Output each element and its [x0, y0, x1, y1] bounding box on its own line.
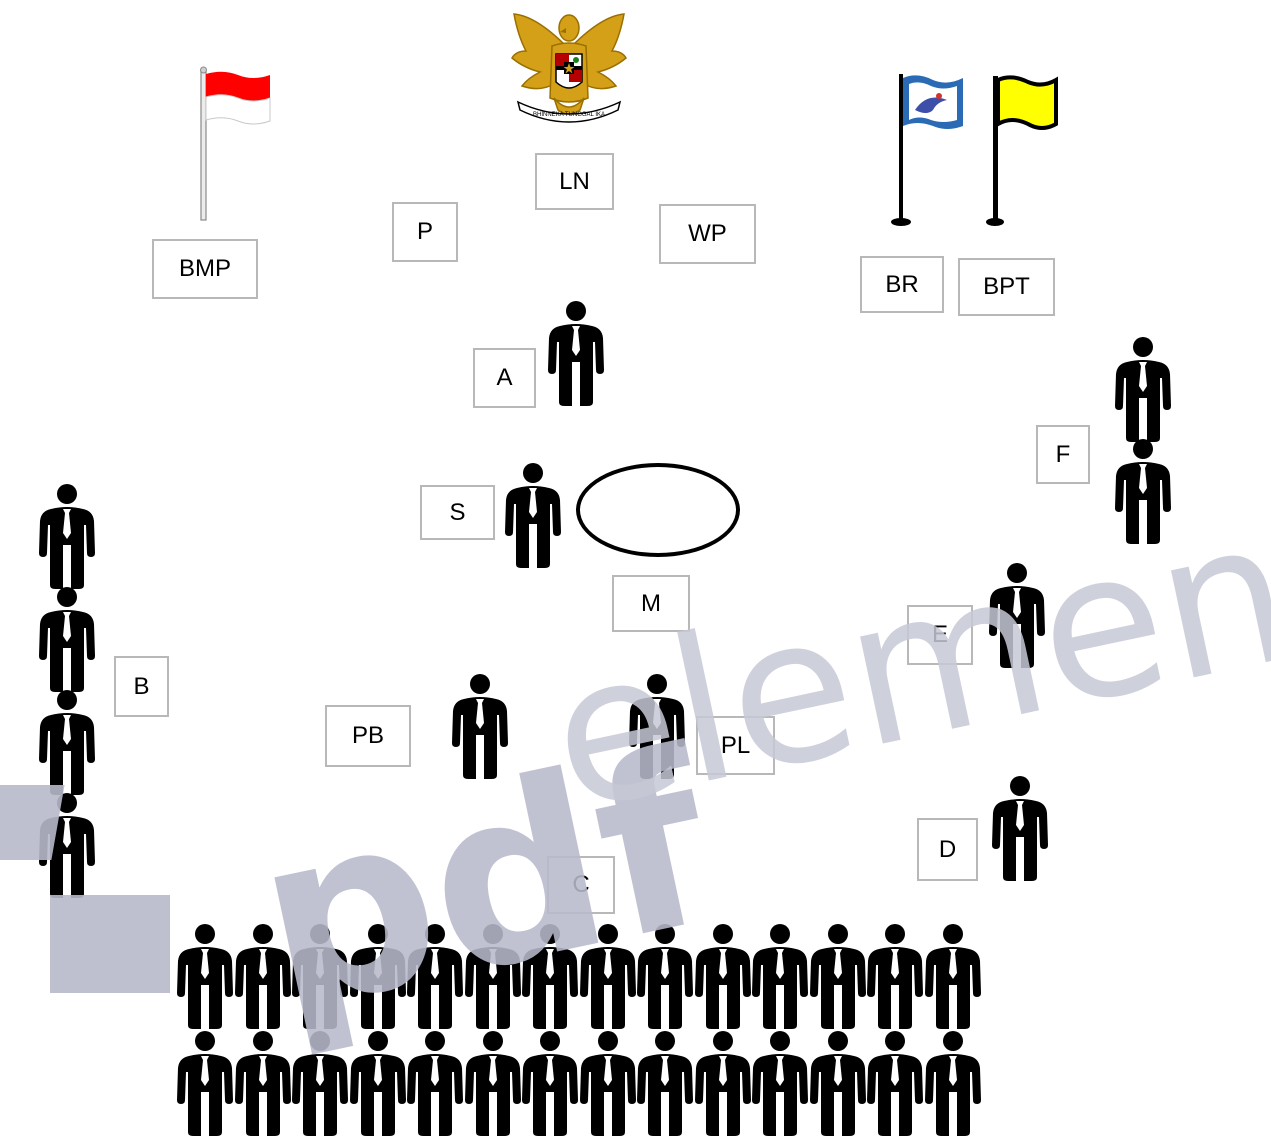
- person-b4: [37, 792, 97, 898]
- person-c: [923, 923, 983, 1029]
- ring-shape: [576, 463, 740, 557]
- person-c: [405, 1030, 465, 1136]
- person-c: [693, 923, 753, 1029]
- person-c: [233, 923, 293, 1029]
- label-b: B: [114, 656, 169, 717]
- person-b3: [37, 689, 97, 795]
- person-s: [503, 462, 563, 568]
- person-c: [175, 923, 235, 1029]
- person-c: [520, 923, 580, 1029]
- label-s: S: [420, 485, 495, 540]
- person-a: [546, 300, 606, 406]
- label-br: BR: [860, 256, 944, 313]
- watermark-block-bottom: [50, 895, 170, 993]
- person-c: [348, 1030, 408, 1136]
- yellow-flag-icon: [982, 74, 1062, 230]
- person-pb: [450, 673, 510, 779]
- person-c: [463, 923, 523, 1029]
- person-c: [520, 1030, 580, 1136]
- garuda-emblem-icon: BHINNEKA TUNGGAL IKA: [506, 6, 632, 130]
- label-d: D: [917, 818, 978, 881]
- label-c: C: [547, 856, 615, 914]
- person-c: [808, 1030, 868, 1136]
- emblem-motto: BHINNEKA TUNGGAL IKA: [533, 112, 605, 118]
- person-c: [865, 1030, 925, 1136]
- label-wp: WP: [659, 204, 756, 264]
- person-pl: [627, 673, 687, 779]
- label-pb: PB: [325, 705, 411, 767]
- label-ln: LN: [535, 153, 614, 210]
- person-c: [405, 923, 465, 1029]
- person-c: [290, 1030, 350, 1136]
- label-a: A: [473, 348, 536, 408]
- label-m: M: [612, 575, 690, 632]
- label-e: E: [907, 605, 973, 665]
- person-c: [635, 1030, 695, 1136]
- person-b2: [37, 586, 97, 692]
- person-c: [463, 1030, 523, 1136]
- person-c: [750, 1030, 810, 1136]
- person-f2: [1113, 438, 1173, 544]
- person-c: [865, 923, 925, 1029]
- indonesian-flag-icon: [196, 66, 272, 222]
- person-c: [808, 923, 868, 1029]
- person-c: [233, 1030, 293, 1136]
- label-bpt: BPT: [958, 258, 1055, 316]
- person-c: [175, 1030, 235, 1136]
- label-p: P: [392, 202, 458, 262]
- person-f1: [1113, 336, 1173, 442]
- person-c: [578, 923, 638, 1029]
- person-c: [290, 923, 350, 1029]
- blue-flag-icon: [887, 74, 967, 230]
- person-d: [990, 775, 1050, 881]
- label-pl: PL: [696, 716, 775, 775]
- person-c: [578, 1030, 638, 1136]
- person-c: [750, 923, 810, 1029]
- person-e: [987, 562, 1047, 668]
- person-c: [635, 923, 695, 1029]
- person-c: [693, 1030, 753, 1136]
- label-f: F: [1036, 425, 1090, 484]
- person-c: [923, 1030, 983, 1136]
- person-b1: [37, 483, 97, 589]
- person-c: [348, 923, 408, 1029]
- label-bmp: BMP: [152, 239, 258, 299]
